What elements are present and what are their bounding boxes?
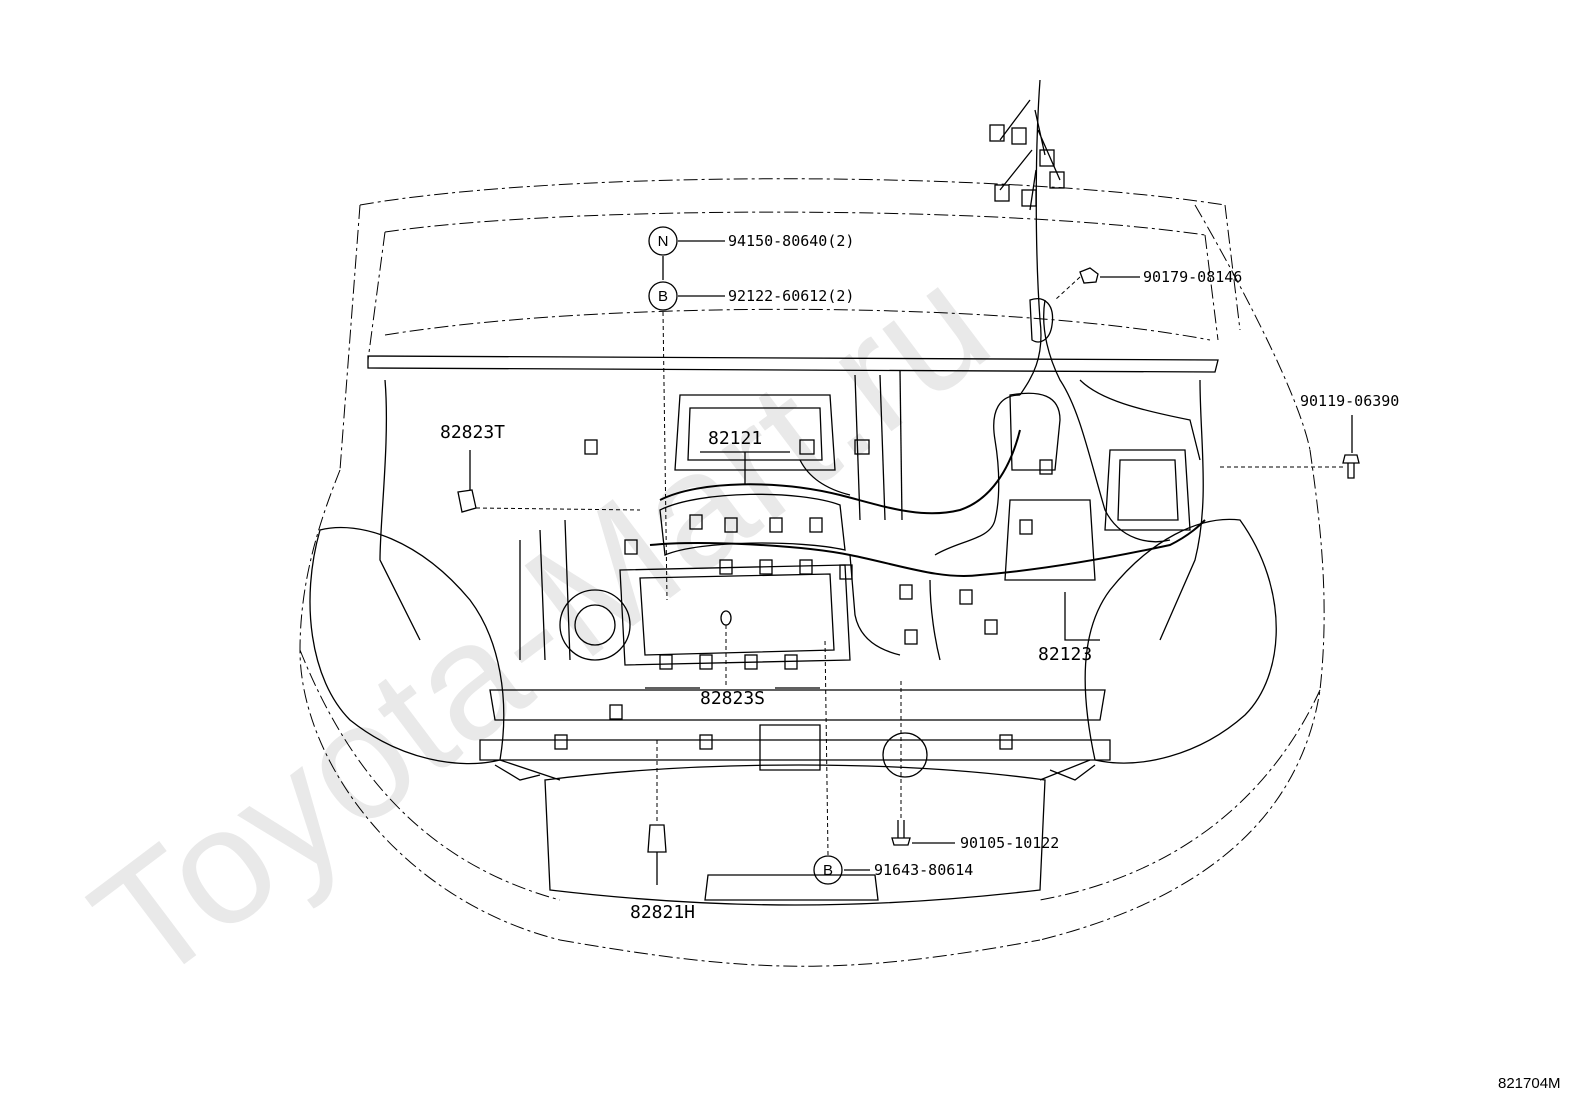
nut-90179-part	[1079, 267, 1099, 284]
symbol-b-bottom: B	[813, 855, 843, 885]
symbol-b-top-label: B	[658, 288, 668, 305]
leader-lines	[469, 240, 1353, 885]
label-82823S: 82823S	[700, 688, 765, 709]
wire-harness	[554, 79, 1206, 750]
label-90105-10122: 90105-10122	[960, 834, 1059, 852]
label-82123: 82123	[1038, 644, 1092, 665]
symbol-n: N	[648, 226, 678, 256]
label-82121: 82121	[708, 428, 762, 449]
connector-82821H-part	[647, 824, 667, 853]
label-92122-60612: 92122-60612(2)	[728, 287, 854, 305]
symbol-b-top: B	[648, 281, 678, 311]
diagram-code: 821704M	[1498, 1075, 1561, 1092]
connector-82823T-part	[457, 489, 477, 513]
label-90179-08146: 90179-08146	[1143, 268, 1242, 286]
label-90119-06390: 90119-06390	[1300, 392, 1399, 410]
symbol-n-label: N	[658, 233, 669, 250]
label-82821H: 82821H	[630, 902, 695, 923]
engine-assembly	[519, 369, 1191, 778]
label-94150-80640: 94150-80640(2)	[728, 232, 854, 250]
vehicle-body	[299, 178, 1325, 967]
label-82823T: 82823T	[440, 422, 505, 443]
bolt-90119-part	[1342, 454, 1360, 479]
symbol-b-bottom-label: B	[823, 862, 833, 879]
bolt-90105-part	[891, 820, 911, 846]
label-91643-80614: 91643-80614	[874, 861, 973, 879]
